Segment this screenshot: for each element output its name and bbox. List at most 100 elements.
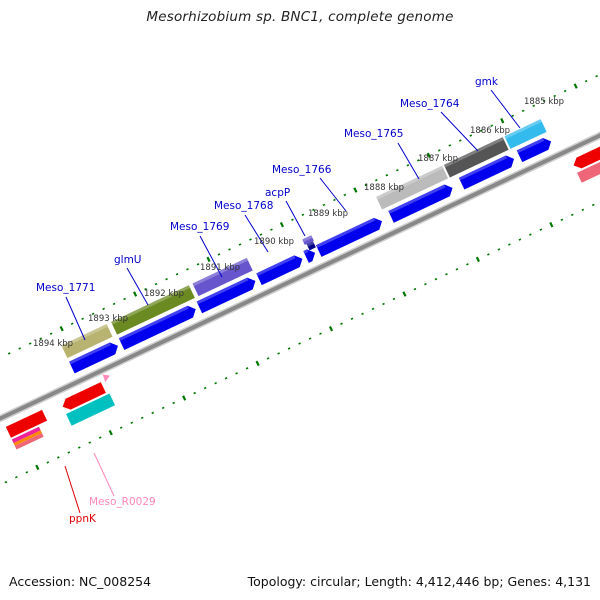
leader-line-ppnK [64, 465, 81, 514]
leader-line-glmU [126, 267, 149, 306]
minor-tick [67, 451, 71, 454]
feature-pink-left[interactable] [14, 433, 44, 450]
gene-label-Meso_1769[interactable]: Meso_1769 [170, 221, 229, 233]
feature-orange[interactable] [13, 430, 42, 446]
gene-label-Meso_R0029[interactable]: Meso_R0029 [89, 496, 156, 508]
gene-label-ppnK[interactable]: ppnK [69, 513, 97, 525]
minor-tick [490, 124, 494, 127]
gene-label-acpP[interactable]: acpP [265, 187, 290, 199]
cds-feature-4[interactable] [256, 255, 303, 286]
minor-tick [479, 129, 483, 132]
minor-tick [406, 164, 410, 167]
gene-label-glmU[interactable]: glmU [114, 254, 142, 266]
feature-red-left[interactable] [5, 409, 48, 438]
feature-pink-right[interactable] [577, 154, 600, 183]
ruler-label: 1887 kbp [418, 154, 458, 164]
backbone-line [0, 133, 600, 421]
gene-acpP[interactable] [302, 235, 314, 245]
minor-tick [570, 213, 574, 217]
minor-tick [123, 297, 126, 301]
major-tick [475, 256, 480, 263]
minor-tick [434, 277, 438, 281]
major-tick [206, 256, 211, 263]
gene-label-gmk[interactable]: gmk [475, 76, 499, 88]
major-tick [328, 325, 334, 332]
gene-Meso_1766-highlight [306, 241, 315, 247]
major-tick [255, 360, 260, 367]
minor-tick [140, 416, 144, 420]
cds-feature-5-highlight [196, 277, 249, 305]
minor-tick [529, 233, 532, 236]
minor-tick [291, 218, 294, 221]
gene-Meso_1765[interactable] [376, 165, 449, 210]
gene-label-Meso_1768[interactable]: Meso_1768 [214, 200, 273, 212]
leader-line-Meso_1769 [199, 235, 223, 278]
minor-tick [343, 193, 347, 197]
leader-line-Meso_1765 [397, 142, 420, 180]
cds-feature-2-highlight [315, 217, 376, 248]
minor-tick [511, 114, 515, 117]
minor-tick [81, 317, 84, 320]
minor-tick [56, 456, 60, 459]
feature-red-right[interactable] [573, 141, 600, 169]
gene-label-Meso_1765[interactable]: Meso_1765 [344, 128, 403, 140]
minor-tick [7, 352, 11, 355]
minor-tick [39, 337, 43, 340]
cds-feature-1[interactable] [388, 184, 453, 223]
major-tick [426, 152, 431, 159]
gene-label-Meso_1771[interactable]: Meso_1771 [36, 282, 95, 294]
ruler-label: 1890 kbp [254, 237, 294, 247]
ruler-label: 1886 kbp [470, 126, 510, 136]
feature-red-right-highlight [581, 159, 600, 172]
gene-gmk[interactable] [504, 119, 547, 149]
minor-tick [322, 203, 326, 207]
minor-tick [112, 302, 116, 306]
ruler-label: 1893 kbp [88, 314, 128, 324]
cds-feature-gmk[interactable] [516, 138, 552, 163]
major-tick [353, 187, 358, 193]
gene-label-Meso_1764[interactable]: Meso_1764 [400, 98, 460, 110]
cds-feature-0[interactable] [458, 155, 515, 190]
gene-Meso_R0029[interactable] [102, 374, 110, 383]
minor-tick [266, 357, 270, 360]
minor-tick [98, 436, 102, 439]
minor-tick [4, 480, 8, 484]
minor-tick [91, 312, 95, 316]
feature-teal[interactable] [66, 393, 116, 426]
minor-tick [591, 203, 595, 207]
minor-tick [130, 421, 134, 424]
minor-tick [214, 381, 217, 385]
ruler-ticks-upper [0, 74, 598, 359]
major-tick [573, 83, 578, 89]
gene-Meso_1764[interactable] [443, 137, 509, 178]
minor-tick [298, 342, 301, 345]
gene-Meso_1771[interactable] [61, 324, 113, 359]
cds-feature-6[interactable] [118, 305, 196, 350]
gene-label-Meso_1766[interactable]: Meso_1766 [272, 164, 332, 176]
gene-ppnK-red[interactable] [62, 382, 106, 410]
feature-magenta[interactable] [11, 426, 41, 444]
minor-tick [340, 322, 343, 325]
gene-Meso_1769[interactable] [192, 257, 253, 297]
cds-feature-3[interactable] [303, 249, 316, 263]
cds-feature-2[interactable] [315, 217, 383, 257]
gene-glmU-highlight [111, 285, 191, 325]
minor-tick [518, 238, 522, 241]
cds-feature-5[interactable] [196, 277, 256, 314]
accession-text: Accession: NC_008254 [9, 574, 152, 589]
major-tick [500, 117, 505, 124]
minor-tick [563, 89, 567, 93]
minor-tick [312, 208, 315, 212]
ruler-label: 1889 kbp [308, 209, 348, 219]
cds-feature-7[interactable] [69, 342, 118, 374]
major-tick [133, 291, 138, 297]
gene-glmU[interactable] [111, 285, 195, 335]
gene-gmk-highlight [504, 119, 542, 139]
gene-Meso_1771-highlight [61, 324, 108, 349]
minor-tick [458, 139, 462, 142]
minor-tick [287, 347, 291, 350]
gene-Meso_1766[interactable] [306, 241, 316, 251]
minor-tick [196, 263, 200, 266]
minor-tick [259, 233, 263, 236]
